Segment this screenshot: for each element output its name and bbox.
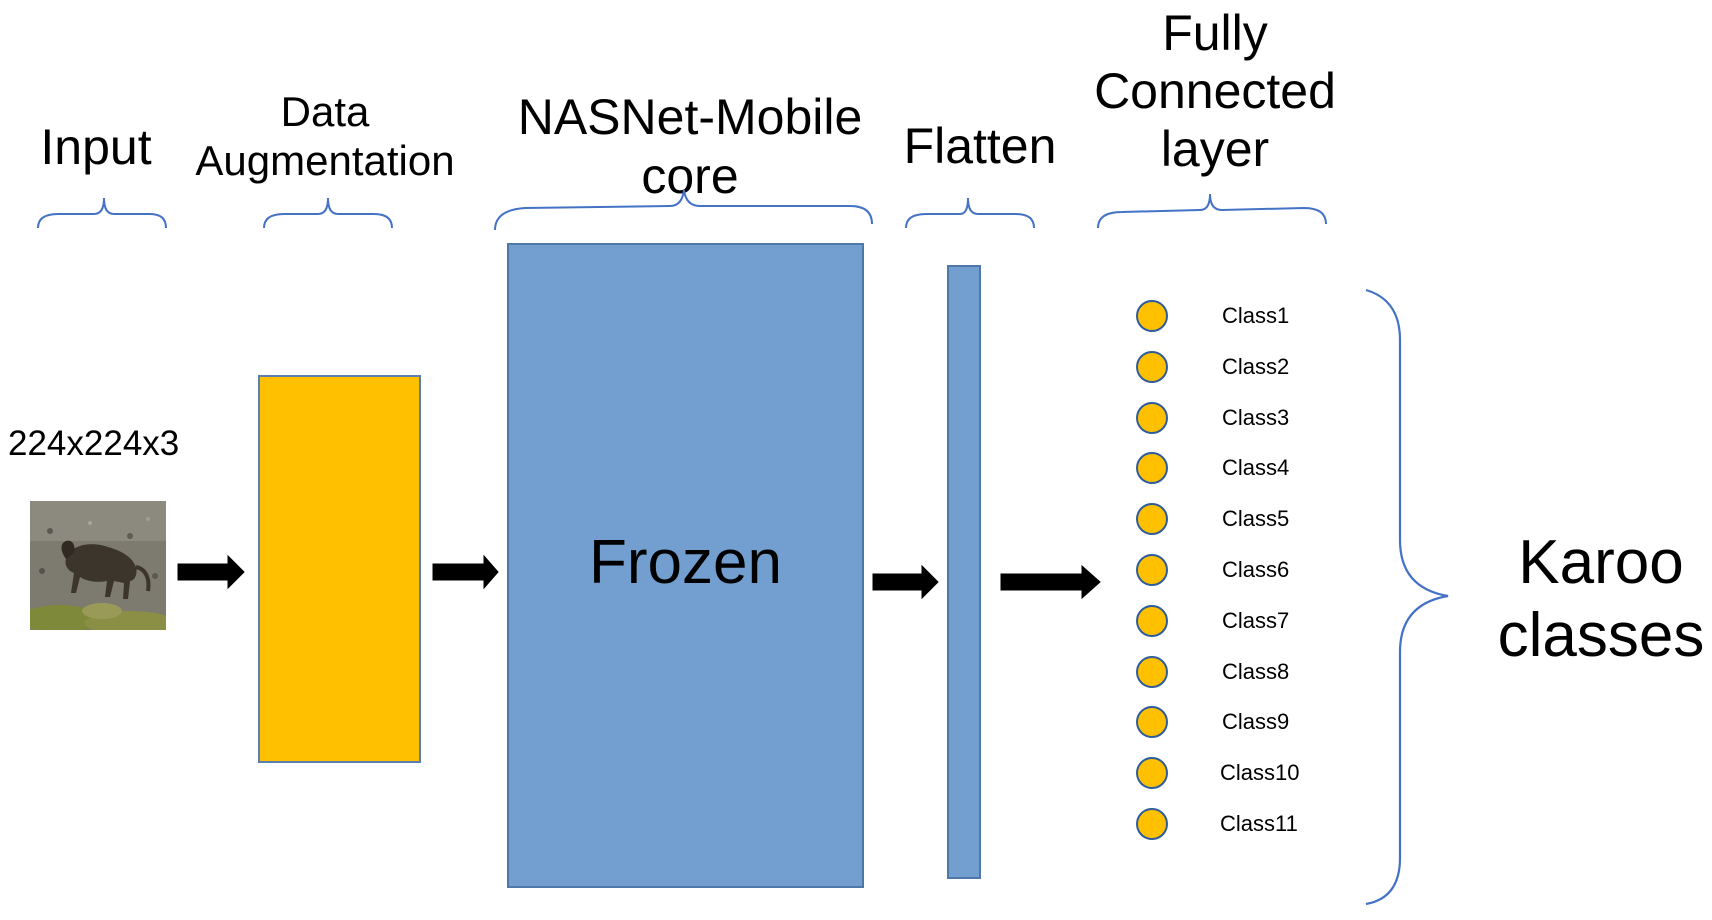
class-node — [1136, 503, 1168, 536]
class-label: Class1 — [1222, 303, 1290, 328]
class-label: Class8 — [1222, 658, 1290, 684]
class-label: Class9 — [1222, 709, 1290, 735]
brace-augmentation — [263, 197, 393, 229]
header-nasnet-core: NASNet-Mobile core — [517, 89, 863, 204]
class-node — [1136, 452, 1168, 485]
class-label: Class3 — [1222, 404, 1290, 430]
header-data-augmentation: Data Augmentation — [195, 88, 455, 184]
class-label: Class6 — [1222, 557, 1290, 582]
header-fully-connected: Fully Connected layer — [1094, 5, 1336, 177]
input-size-label: 224x224x3 — [8, 424, 180, 463]
arrow-2 — [432, 554, 499, 590]
class-node — [1136, 554, 1168, 586]
karoo-classes-label: Karoo classes — [1497, 528, 1705, 670]
brace-fully-connected — [1097, 193, 1327, 229]
class-node — [1136, 655, 1168, 688]
brace-karoo — [1365, 288, 1449, 906]
nasnet-core-block — [507, 243, 864, 888]
class-label: Class4 — [1222, 455, 1290, 481]
header-input: Input — [40, 119, 152, 175]
data-augmentation-block — [258, 375, 421, 763]
arrow-3 — [872, 564, 939, 600]
class-label: Class11 — [1220, 811, 1298, 836]
arrow-1 — [177, 554, 245, 590]
class-label: Class2 — [1222, 353, 1290, 379]
class-label: Class5 — [1222, 506, 1290, 532]
class-node — [1136, 350, 1168, 383]
frozen-label: Frozen — [589, 528, 782, 597]
brace-flatten — [905, 197, 1035, 229]
class-node — [1136, 401, 1168, 434]
class-node — [1136, 706, 1168, 739]
input-image — [30, 501, 166, 630]
arrow-4 — [1000, 564, 1101, 600]
class-label: Class10 — [1220, 760, 1300, 786]
class-node — [1136, 757, 1168, 790]
brace-core — [494, 189, 873, 231]
brace-input — [37, 197, 167, 229]
header-flatten: Flatten — [903, 118, 1057, 174]
class-label: Class7 — [1222, 607, 1290, 633]
baboon-photo-icon — [30, 501, 166, 630]
class-node — [1136, 300, 1168, 332]
flatten-block — [947, 265, 981, 879]
class-node — [1136, 604, 1168, 637]
class-node — [1136, 808, 1168, 840]
